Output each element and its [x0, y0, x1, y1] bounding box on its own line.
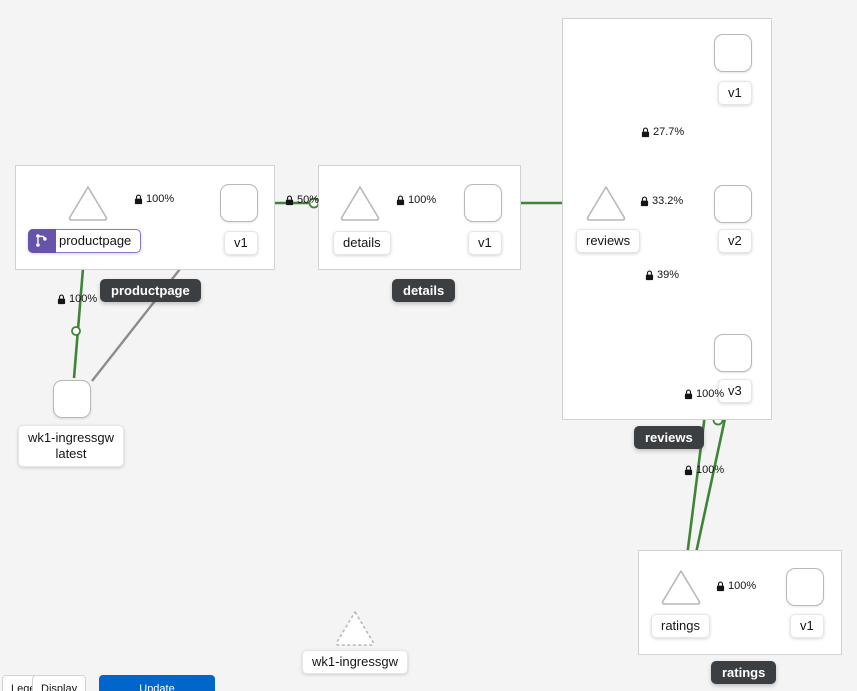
display-label: Display: [41, 683, 78, 691]
edge-rate-text: 27.7%: [653, 126, 685, 138]
node-label-ingressgw[interactable]: wk1-ingressgw latest: [18, 425, 124, 467]
node-label-text: v1: [234, 235, 248, 250]
node-label-ratings-v1[interactable]: v1: [790, 614, 824, 638]
workload-node-ratings-v1[interactable]: [786, 568, 824, 606]
edge-rate-text: 100%: [146, 193, 175, 205]
edge-label-svc-details-to-v1[interactable]: 100%: [396, 194, 436, 206]
node-label-text: reviews: [586, 233, 631, 248]
namespace-pill-text: productpage: [111, 283, 190, 298]
lock-icon: [640, 196, 649, 206]
lock-icon: [716, 581, 725, 591]
node-label-text: v3: [728, 383, 742, 398]
node-label-reviews-v3[interactable]: v3: [718, 379, 752, 403]
namespace-pill-text: details: [403, 283, 445, 298]
lock-icon: [684, 389, 693, 399]
lock-icon: [396, 195, 405, 205]
namespace-pill-text: reviews: [645, 430, 693, 445]
workload-node-reviews-v1[interactable]: [714, 34, 752, 72]
node-label-productpage[interactable]: productpage: [27, 228, 142, 254]
edge-rate-text: 39%: [657, 269, 680, 281]
workload-node-ingressgw[interactable]: [53, 380, 91, 418]
node-label-text: ratings: [661, 618, 701, 633]
edge-label-reviews-v2-to-ratings[interactable]: 100%: [684, 388, 724, 400]
workload-node-reviews-v3[interactable]: [714, 334, 752, 372]
edge-label-svc-reviews-to-v2[interactable]: 33.2%: [640, 195, 683, 207]
node-label-text: v2: [728, 233, 742, 248]
node-label-text: wk1-ingressgw: [312, 654, 398, 669]
node-label-line1: wk1-ingressgw: [28, 430, 114, 445]
edge-label-productpage-v1-to-details[interactable]: 50%: [285, 194, 319, 206]
triangle-icon: [68, 186, 108, 221]
triangle-icon: [340, 186, 380, 221]
node-label-reviews-v1[interactable]: v1: [718, 81, 752, 105]
update-button[interactable]: Update: [99, 675, 215, 691]
node-label-ratings[interactable]: ratings: [651, 614, 711, 638]
display-button[interactable]: Display: [32, 675, 87, 691]
lock-icon: [684, 465, 693, 475]
node-label-productpage-v1[interactable]: v1: [224, 231, 258, 255]
node-label-text: v1: [800, 618, 814, 633]
namespace-pill-ratings[interactable]: ratings: [711, 661, 777, 684]
edge-rate-text: 50%: [297, 194, 320, 206]
virtual-service-icon: [27, 228, 56, 254]
namespace-pill-productpage[interactable]: productpage: [100, 279, 201, 302]
edge-rate-text: 100%: [696, 464, 725, 476]
lock-icon: [645, 270, 654, 280]
node-label-details[interactable]: details: [333, 231, 391, 255]
node-label-reviews-v2[interactable]: v2: [718, 229, 752, 253]
namespace-pill-text: ratings: [722, 665, 766, 680]
workload-node-details-v1[interactable]: [464, 184, 502, 222]
node-label-line2: latest: [55, 445, 87, 461]
triangle-icon: [586, 186, 626, 221]
workload-node-reviews-v2[interactable]: [714, 185, 752, 223]
edge-label-reviews-v3-to-ratings[interactable]: 100%: [684, 464, 724, 476]
namespace-pill-details[interactable]: details: [392, 279, 456, 302]
lock-icon: [285, 195, 294, 205]
edge-rate-text: 100%: [408, 194, 437, 206]
workload-node-productpage-v1[interactable]: [220, 184, 258, 222]
triangle-icon: [661, 570, 701, 605]
edge-rate-text: 100%: [69, 293, 98, 305]
node-label-details-v1[interactable]: v1: [468, 231, 502, 255]
node-label-text: details: [343, 235, 381, 250]
edge-label-svc-reviews-to-v1[interactable]: 27.7%: [641, 126, 684, 138]
triangle-dashed-icon: [335, 611, 375, 646]
node-label-text: productpage: [59, 233, 132, 248]
lock-icon: [57, 294, 66, 304]
node-label-reviews[interactable]: reviews: [576, 229, 641, 253]
edge-rate-text: 100%: [696, 388, 725, 400]
edge-label-gw-to-svc-productpage[interactable]: 100%: [57, 293, 97, 305]
edge-rate-text: 100%: [728, 580, 757, 592]
lock-icon: [134, 194, 143, 204]
update-label: Update: [139, 683, 175, 691]
node-label-text: v1: [478, 235, 492, 250]
node-label-text: v1: [728, 85, 742, 100]
edge-rate-text: 33.2%: [652, 195, 684, 207]
legend-label: Legend: [11, 683, 48, 691]
edge-label-svc-reviews-to-v3[interactable]: 39%: [645, 269, 679, 281]
bottom-toolbar[interactable]: Legend Display Update: [0, 669, 857, 691]
lock-icon: [641, 127, 650, 137]
edge-label-svc-productpage-to-v1[interactable]: 100%: [134, 193, 174, 205]
namespace-pill-reviews[interactable]: reviews: [634, 426, 704, 449]
edge-label-svc-ratings-to-v1[interactable]: 100%: [716, 580, 756, 592]
node-label-ingressgw-out[interactable]: wk1-ingressgw: [302, 650, 408, 674]
